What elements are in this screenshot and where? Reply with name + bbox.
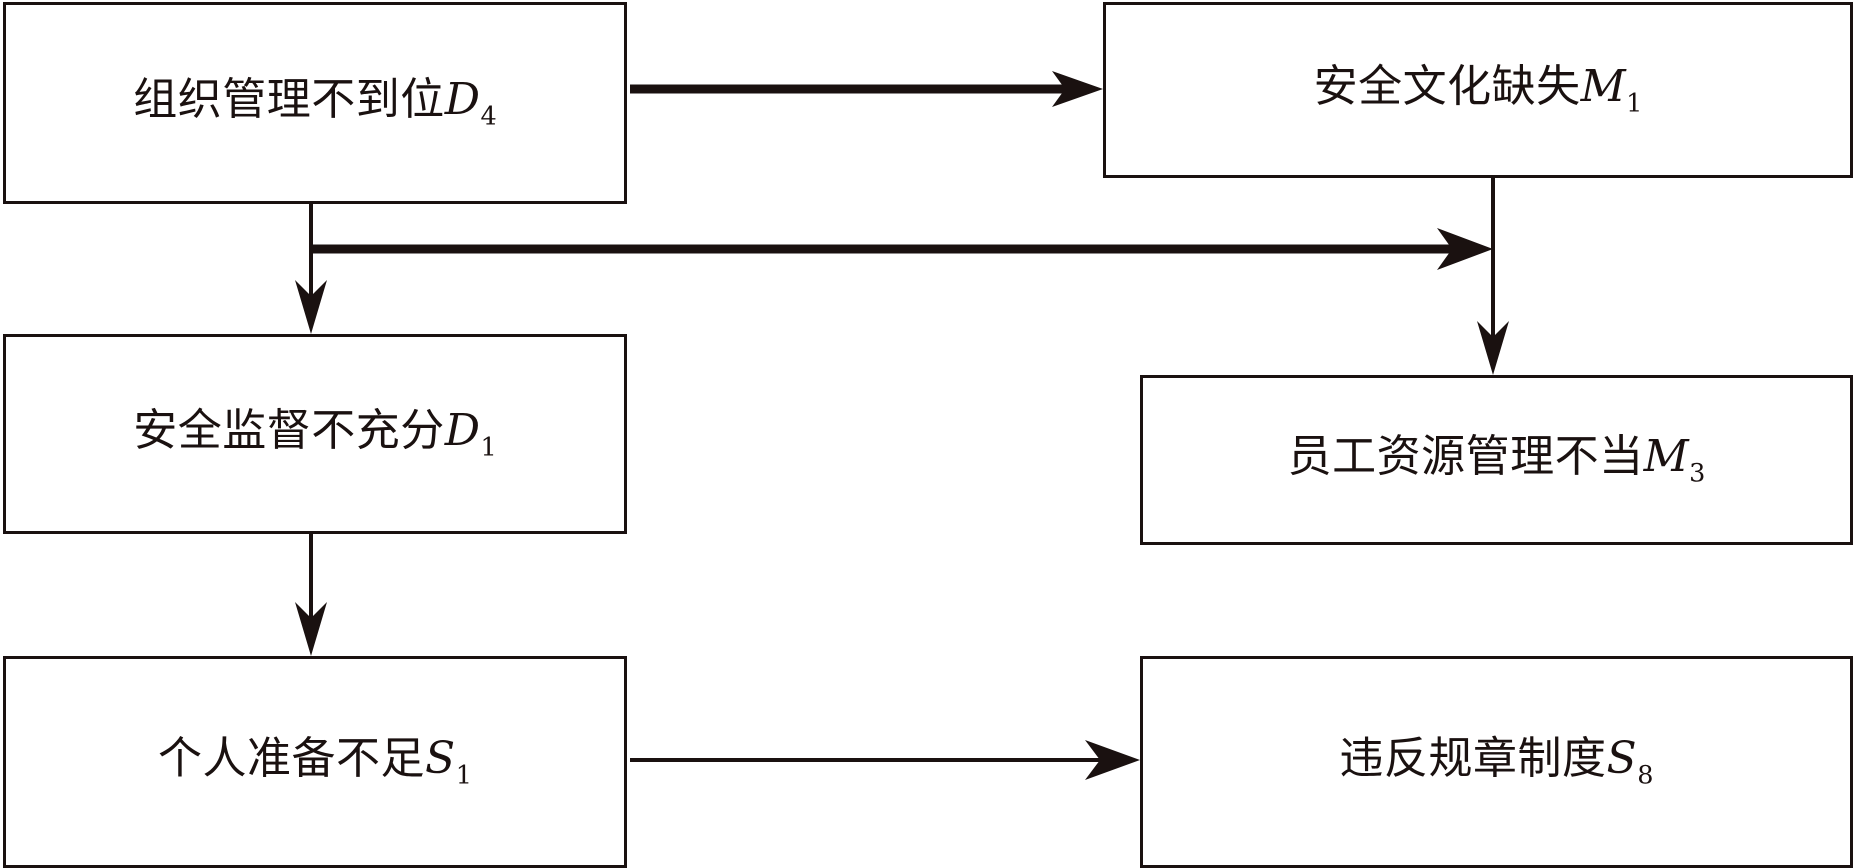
- node-D1-text: 安全监督不充分: [133, 404, 445, 456]
- node-S1-label: 个人准备不足S1: [158, 732, 472, 791]
- edge-M1-to-M3: [1477, 178, 1509, 375]
- node-D4[interactable]: 组织管理不到位D4: [3, 2, 627, 204]
- node-S8[interactable]: 违反规章制度S8: [1140, 656, 1853, 868]
- node-D4-subscript: 4: [480, 101, 497, 132]
- node-D1[interactable]: 安全监督不充分D1: [3, 334, 627, 534]
- node-D1-code: D: [444, 404, 481, 456]
- node-S1[interactable]: 个人准备不足S1: [3, 656, 627, 868]
- node-S1-text: 个人准备不足: [158, 732, 426, 784]
- node-D1-subscript: 1: [480, 432, 497, 463]
- node-M3-label: 员工资源管理不当M3: [1287, 430, 1706, 489]
- node-D4-text: 组织管理不到位: [133, 73, 445, 125]
- edge-S1-to-S8: [630, 740, 1140, 780]
- node-D4-label: 组织管理不到位D4: [133, 73, 497, 132]
- node-D4-code: D: [444, 73, 481, 125]
- node-M1-code: M: [1580, 60, 1627, 112]
- node-S8-code: S: [1606, 732, 1638, 784]
- edge-D4-to-M3: [311, 228, 1493, 270]
- node-S1-code: S: [425, 732, 456, 784]
- node-M3-code: M: [1643, 430, 1690, 482]
- node-M1-label: 安全文化缺失M1: [1313, 60, 1643, 119]
- node-S1-subscript: 1: [455, 760, 472, 791]
- node-M1-subscript: 1: [1626, 88, 1643, 119]
- node-D1-label: 安全监督不充分D1: [133, 404, 497, 463]
- node-S8-subscript: 8: [1637, 760, 1654, 791]
- node-M3[interactable]: 员工资源管理不当M3: [1140, 375, 1853, 545]
- edge-D4-to-D1: [295, 204, 327, 334]
- node-S8-label: 违反规章制度S8: [1339, 732, 1654, 791]
- node-M3-text: 员工资源管理不当: [1287, 430, 1644, 482]
- node-S8-text: 违反规章制度: [1339, 732, 1607, 784]
- node-M1[interactable]: 安全文化缺失M1: [1103, 2, 1853, 178]
- node-M1-text: 安全文化缺失: [1313, 60, 1581, 112]
- edge-D4-to-M1: [630, 71, 1103, 107]
- node-M3-subscript: 3: [1689, 458, 1706, 489]
- edge-D1-to-S1: [295, 534, 327, 656]
